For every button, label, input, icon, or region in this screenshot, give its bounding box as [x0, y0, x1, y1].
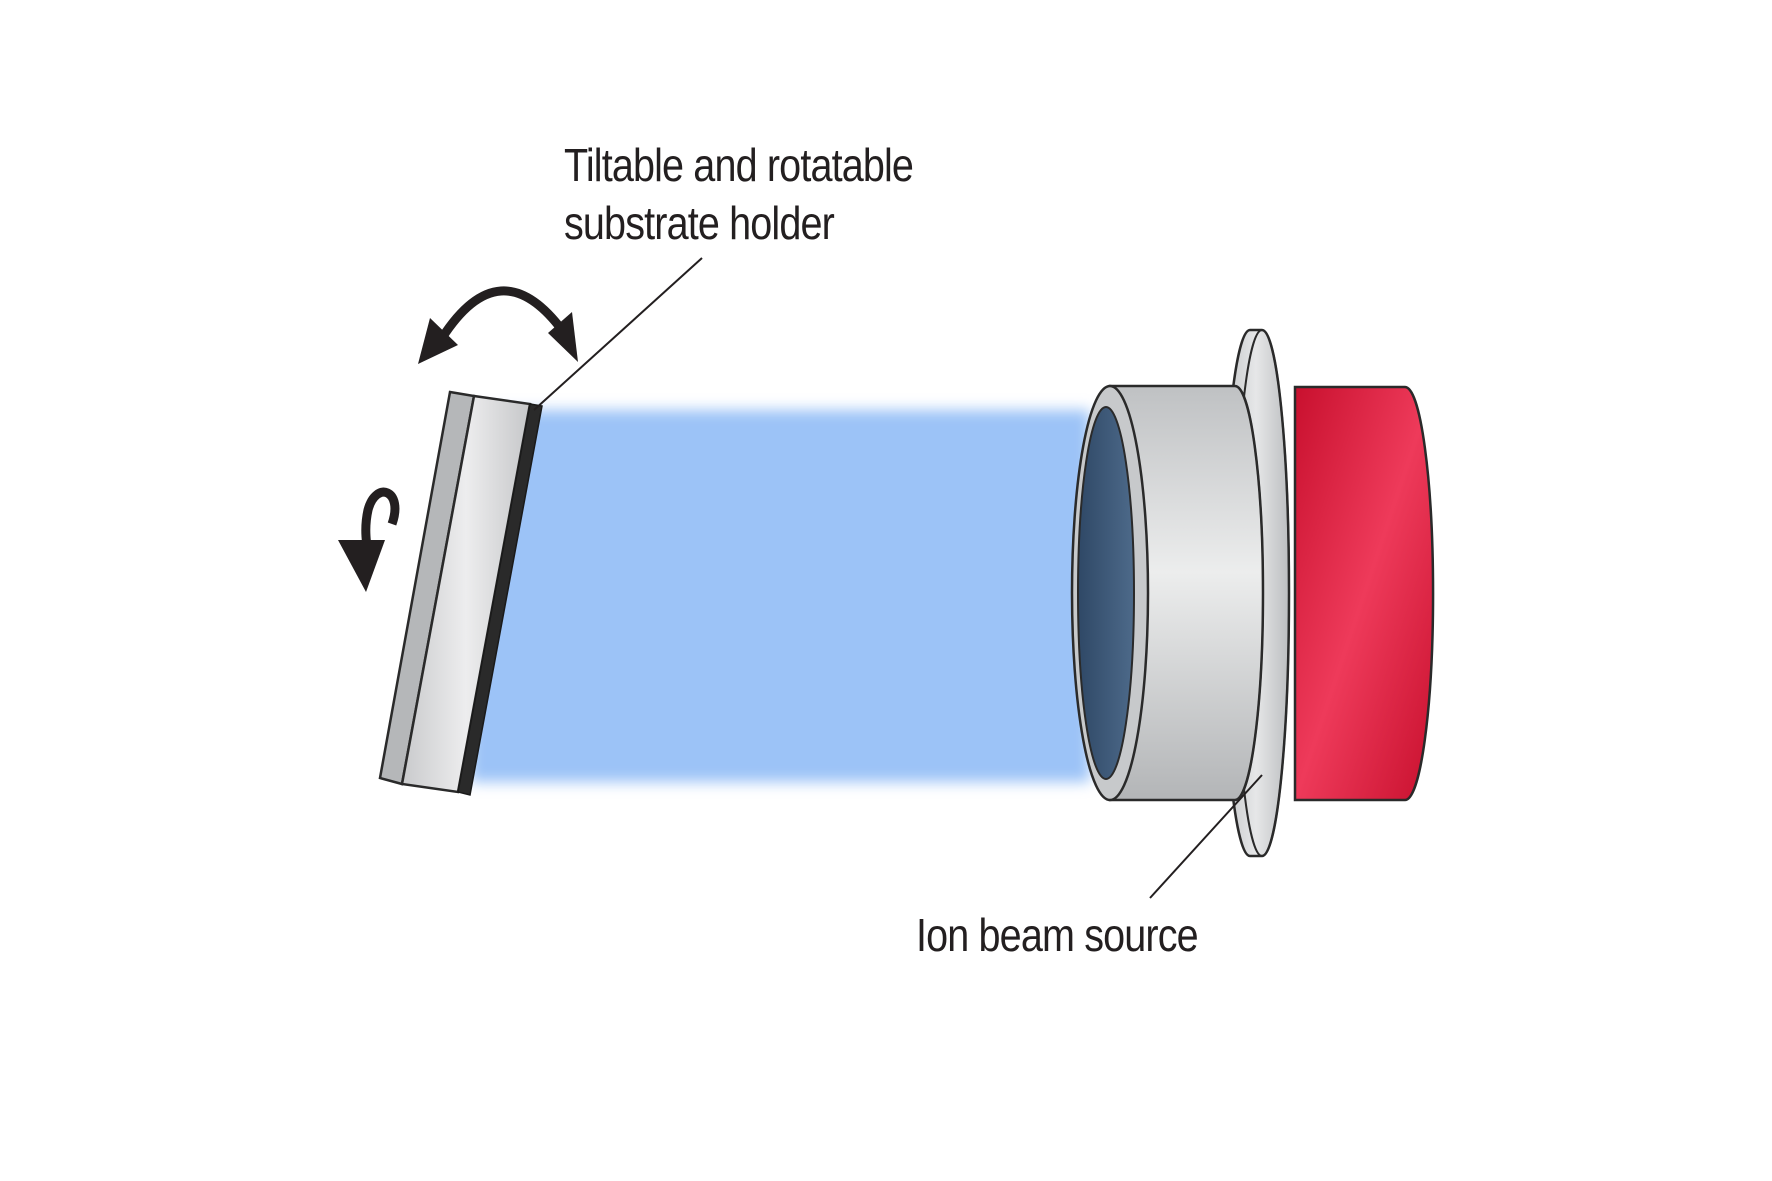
substrate-holder-label: Tiltable and rotatable substrate holder: [564, 136, 914, 252]
source-leader-line: [1149, 774, 1263, 899]
substrate-holder-label-line2: substrate holder: [564, 197, 835, 249]
ion-beam: [470, 410, 1090, 782]
rotate-arrow-icon: [338, 487, 400, 592]
substrate-holder-label-line1: Tiltable and rotatable: [564, 139, 914, 191]
ion-beam-source: [1070, 328, 1435, 858]
ion-beam-source-label-text: Ion beam source: [916, 909, 1199, 961]
source-aperture: [1077, 406, 1135, 780]
curved-double-arrow-icon: [418, 286, 578, 364]
ion-beam-source-label: Ion beam source: [916, 906, 1199, 964]
source-rear-body: [1293, 385, 1435, 802]
holder-leader-line: [533, 257, 703, 411]
